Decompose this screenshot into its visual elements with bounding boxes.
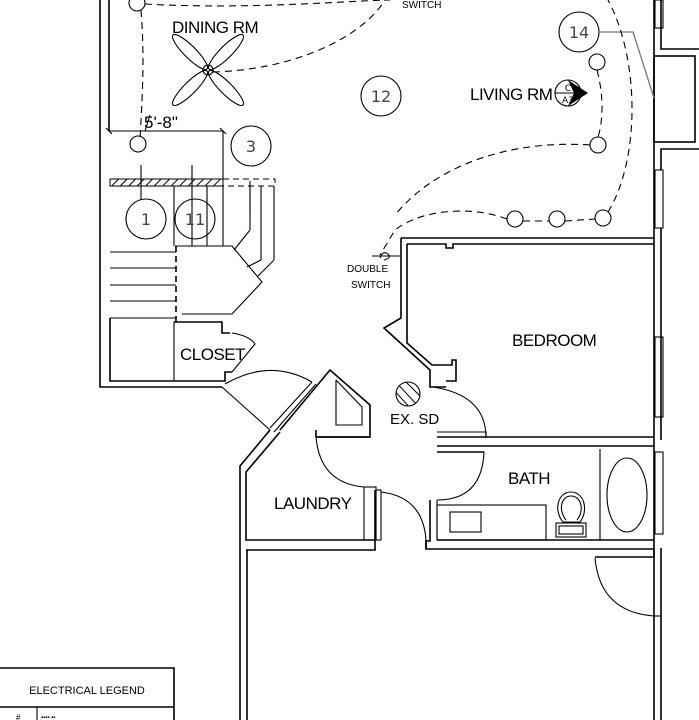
circuit-wire [379, 210, 508, 256]
hall-door-swing[interactable] [380, 491, 427, 541]
hall-door[interactable] [221, 369, 317, 433]
window [654, 336, 664, 418]
stair-lines [110, 165, 275, 322]
double-switch-label-1: DOUBLE [347, 264, 388, 275]
circuit-wire [144, 0, 391, 7]
bay-window [653, 55, 696, 143]
ceiling-fan-icon [171, 33, 245, 107]
window [654, 0, 664, 29]
svg-text:C: C [565, 84, 571, 94]
circuit-wire [139, 9, 144, 141]
light-fixture [129, 135, 147, 153]
circuit-tag-1: 1 [125, 198, 167, 240]
legend-symbol: # [16, 713, 21, 720]
closet-walls [109, 318, 256, 382]
stair-header-beam [109, 178, 276, 187]
svg-text:A3: A3 [562, 96, 574, 106]
circuit-wire [596, 69, 603, 138]
smoke-detector-label: EX. SD [390, 411, 439, 428]
circuit-wire [212, 0, 386, 73]
double-switch-icon [372, 252, 401, 261]
bath-walls [425, 445, 655, 550]
exterior-door[interactable] [594, 548, 662, 720]
room-label-dining: DINING RM [172, 18, 258, 37]
dimension-line [105, 114, 227, 180]
laundry-door-swing[interactable] [315, 436, 365, 488]
closet-door-swing[interactable] [231, 332, 256, 373]
circuit-tag-12: 12 [360, 75, 402, 117]
bedroom-door-swing[interactable] [432, 386, 487, 437]
svg-text:12: 12 [371, 87, 391, 106]
svg-text:3: 3 [246, 137, 256, 156]
svg-text:11: 11 [185, 210, 205, 229]
double-switch-label-2: SWITCH [351, 280, 390, 291]
room-label-laundry: LAUNDRY [274, 494, 352, 513]
bathtub-icon [606, 457, 648, 533]
west-wall [99, 0, 222, 388]
room-label-bedroom: BEDROOM [512, 331, 596, 350]
circuit-wire [607, 0, 633, 213]
room-label-closet: CLOSET [180, 345, 245, 364]
circuit-wire [523, 218, 596, 222]
bath-vanity [436, 504, 547, 541]
legend-title: ELECTRICAL LEGEND [29, 685, 145, 697]
switch-label-top: SWITCH [402, 0, 441, 11]
room-label-living: LIVING RM [470, 85, 552, 104]
circuit-tag-14: 14 [558, 11, 655, 99]
recessed-lights [506, 53, 612, 228]
room-label-bath: BATH [508, 469, 550, 488]
electrical-legend: ELECTRICAL LEGEND # ▪▪▪▪ ▪▪ [0, 667, 175, 720]
window [654, 169, 664, 229]
smoke-detector-icon [395, 381, 421, 407]
east-wall [653, 0, 699, 720]
section-marker-icon: C A3 [554, 79, 588, 107]
bedroom-walls [382, 237, 654, 438]
bath-door-swing[interactable] [436, 451, 485, 501]
dimension-label: 5'-8" [144, 113, 178, 132]
legend-text: ▪▪▪▪ ▪▪ [41, 715, 55, 720]
svg-text:1: 1 [141, 210, 151, 229]
window [654, 451, 664, 535]
circuit-tag-11: 11 [174, 198, 216, 240]
circuit-wire [394, 143, 591, 216]
linen-closet [279, 368, 371, 438]
laundry-walls [239, 429, 427, 720]
svg-text:14: 14 [569, 23, 589, 42]
circuit-tag-3: 3 [230, 125, 272, 167]
dining-light [128, 0, 146, 12]
toilet-icon [555, 491, 587, 538]
